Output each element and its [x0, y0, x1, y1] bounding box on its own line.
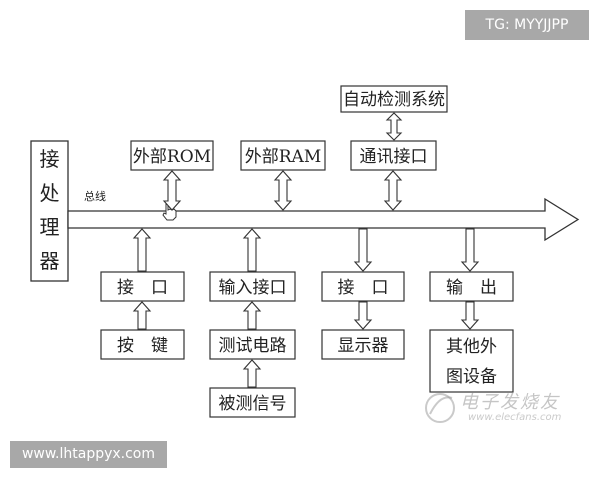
display-block: 显示器: [321, 329, 405, 360]
comm-interface-block: 通讯接口: [350, 140, 437, 171]
processor-label-3: 理: [40, 215, 60, 239]
interface2-display-down-arrow: [353, 301, 373, 330]
ram-bus-double-arrow: [273, 170, 293, 211]
other-peripherals-label-line2: 图设备: [446, 367, 497, 387]
keys-label: 按 键: [117, 336, 168, 356]
bus-label: 总线: [84, 189, 106, 203]
interface-2-block: 接 口: [321, 271, 405, 302]
test-circuit-label: 测试电路: [219, 336, 287, 356]
bus-arrow: [67, 197, 580, 242]
test-circuit-block: 测试电路: [209, 329, 296, 360]
display-label: 显示器: [338, 336, 389, 356]
measured-signal-label: 被测信号: [219, 394, 287, 414]
auto-test-system-label: 自动检测系统: [343, 90, 445, 110]
elecfans-logo-cn: 电子发烧友: [460, 392, 560, 413]
processor-block: 接 处 理 器: [30, 140, 69, 282]
other-peripherals-block: 其他外 图设备: [429, 329, 514, 393]
test-input-up-arrow: [242, 301, 262, 330]
interface-1-block: 接 口: [100, 271, 185, 302]
elecfans-logo: 电子发烧友 www.elecfans.com: [420, 384, 590, 436]
input-interface-label: 输入接口: [219, 278, 287, 298]
bus-interface2-down-arrow: [353, 228, 373, 272]
input-interface-block: 输入接口: [209, 271, 296, 302]
keys-block: 按 键: [100, 329, 185, 360]
other-peripherals-label-line1: 其他外: [446, 337, 497, 357]
processor-label-1: 接: [40, 147, 60, 171]
watermark-top-right: TG: MYYJJPP: [465, 10, 589, 40]
measured-signal-block: 被测信号: [209, 387, 296, 418]
hand-cursor-icon: [162, 202, 177, 221]
comm-interface-label: 通讯接口: [360, 147, 428, 167]
interface1-bus-up-arrow: [132, 228, 152, 272]
elecfans-logo-en: www.elecfans.com: [468, 412, 562, 423]
output-label: 输 出: [446, 278, 497, 298]
processor-label-2: 处: [40, 181, 60, 205]
keys-interface1-up-arrow: [132, 301, 152, 330]
auto-test-system-block: 自动检测系统: [340, 85, 448, 113]
watermark-bottom-left: www.lhtappyx.com: [10, 441, 167, 468]
interface-2-label: 接 口: [338, 278, 389, 298]
external-ram-block: 外部RAM: [240, 140, 326, 171]
processor-label-4: 器: [40, 249, 60, 273]
output-block: 输 出: [429, 271, 514, 302]
comm-bus-double-arrow: [383, 170, 403, 211]
interface-1-label: 接 口: [117, 278, 168, 298]
rom-bus-double-arrow: [162, 170, 182, 211]
input-bus-up-arrow: [242, 228, 262, 272]
elecfans-logo-icon: [425, 393, 455, 423]
signal-test-up-arrow: [242, 359, 262, 388]
external-rom-block: 外部ROM: [130, 140, 214, 171]
bus-output-down-arrow: [460, 228, 480, 272]
external-ram-label: 外部RAM: [245, 147, 321, 167]
autotest-comm-double-arrow: [385, 112, 403, 141]
external-rom-label: 外部ROM: [133, 147, 211, 167]
output-peripherals-down-arrow: [460, 301, 480, 330]
